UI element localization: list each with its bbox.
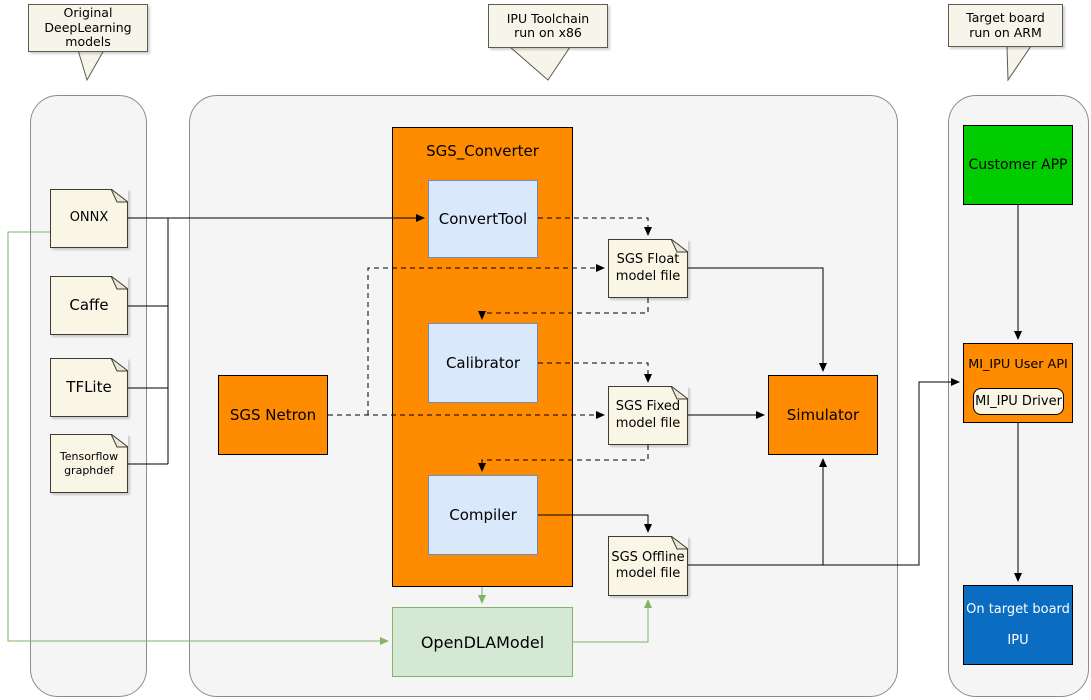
note-tensorflow-graphdef: Tensorflow graphdef (50, 434, 128, 493)
box-simulator: Simulator (768, 375, 878, 455)
box-open-dla-model: OpenDLAModel (392, 607, 573, 677)
callout-ipu-toolchain: IPU Toolchain run on x86 (488, 4, 608, 48)
callout-original-models: Original DeepLearning models (28, 4, 148, 52)
box-customer-app: Customer APP (963, 125, 1073, 205)
note-onnx-label: ONNX (69, 210, 109, 226)
box-convert-tool: ConvertTool (428, 180, 538, 258)
folded-corner-icon (671, 386, 688, 400)
box-ipu: On target board IPU (963, 585, 1073, 665)
ipu-label: IPU (1007, 633, 1029, 648)
box-compiler: Compiler (428, 475, 538, 555)
note-tflite-label: TFLite (66, 378, 112, 397)
note-sgs-offline-file: SGS Offline model file (608, 536, 688, 596)
ipu-board-label: On target board (966, 602, 1070, 617)
note-tflite: TFLite (50, 358, 128, 417)
folded-corner-icon (671, 536, 688, 550)
box-mi-ipu-driver: MI_IPU Driver (973, 388, 1064, 415)
folded-corner-icon (111, 434, 128, 448)
mi-ipu-user-api-label: MI_IPU User API (968, 357, 1068, 372)
note-sgs-fixed-file: SGS Fixed model file (608, 386, 688, 445)
note-tensorflow-label: Tensorflow graphdef (59, 449, 119, 477)
box-calibrator: Calibrator (428, 323, 538, 403)
box-mi-ipu-user-api: MI_IPU User API MI_IPU Driver (963, 343, 1073, 423)
note-onnx: ONNX (50, 189, 128, 248)
box-sgs-netron: SGS Netron (218, 375, 328, 455)
folded-corner-icon (111, 358, 128, 372)
folded-corner-icon (111, 276, 128, 290)
note-sgs-float-file: SGS Float model file (608, 239, 688, 298)
sgs-float-label: SGS Float model file (615, 252, 681, 284)
note-caffe: Caffe (50, 276, 128, 335)
sgs-fixed-label: SGS Fixed model file (615, 399, 681, 431)
sgs-offline-label: SGS Offline model file (611, 549, 685, 581)
sgs-converter-title: SGS_Converter (426, 142, 539, 160)
callout-target-board: Target board run on ARM (948, 4, 1063, 47)
folded-corner-icon (671, 239, 688, 253)
note-caffe-label: Caffe (69, 296, 109, 315)
folded-corner-icon (111, 189, 128, 203)
